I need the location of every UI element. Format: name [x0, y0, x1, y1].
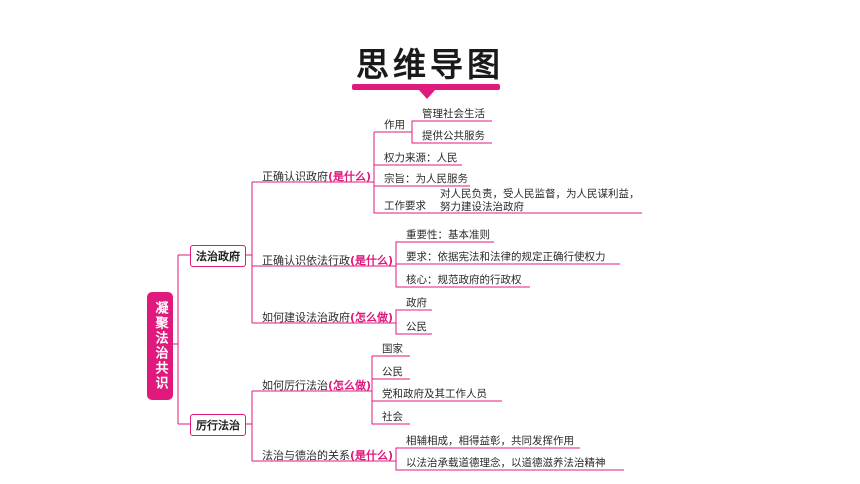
leaf-party-government: 党和政府及其工作人员 [382, 388, 487, 400]
leaf-citizen: 公民 [406, 321, 427, 333]
node-question: (怎么做) [328, 379, 372, 392]
node-label: 法治与德治的关系 [262, 449, 350, 462]
title-underline [352, 84, 500, 90]
node-question: (是什么) [350, 449, 394, 462]
leaf-role: 作用 [384, 119, 405, 131]
leaf-requirement: 要求：依据宪法和法律的规定正确行使权力 [406, 251, 606, 263]
leaf-work-detail-2: 努力建设法治政府 [440, 201, 524, 213]
leaf-role-manage: 管理社会生活 [422, 108, 485, 120]
branch-practice-law: 厉行法治 [190, 414, 246, 436]
node-label: 正确认识依法行政 [262, 254, 350, 267]
node-label: 正确认识政府 [262, 170, 328, 183]
leaf-state: 国家 [382, 343, 403, 355]
node-label: 如何厉行法治 [262, 379, 328, 392]
branch-law-government: 法治政府 [190, 245, 246, 267]
leaf-importance: 重要性：基本准则 [406, 229, 490, 241]
leaf-work-detail-1: 对人民负责，受人民监督，为人民谋利益， [440, 188, 640, 200]
node-understand-administration: 正确认识依法行政(是什么) [262, 252, 393, 268]
leaf-work-requirement: 工作要求 [384, 200, 426, 212]
leaf-government: 政府 [406, 297, 427, 309]
leaf-society: 社会 [382, 411, 403, 423]
node-question: (是什么) [328, 170, 372, 183]
node-build-government: 如何建设法治政府(怎么做) [262, 309, 393, 325]
leaf-purpose: 宗旨：为人民服务 [384, 173, 468, 185]
node-label: 如何建设法治政府 [262, 311, 350, 324]
root-node: 凝聚法治共识 [147, 292, 173, 400]
page-title: 思维导图 [356, 45, 504, 84]
node-question: (怎么做) [350, 311, 394, 324]
title-pointer [419, 90, 435, 99]
node-law-morality: 法治与德治的关系(是什么) [262, 447, 393, 463]
node-practice-law: 如何厉行法治(怎么做) [262, 377, 371, 393]
leaf-role-service: 提供公共服务 [422, 130, 485, 142]
leaf-citizen: 公民 [382, 366, 403, 378]
leaf-complement: 相辅相成，相得益彰，共同发挥作用 [406, 435, 574, 447]
leaf-power-source: 权力来源：人民 [384, 152, 458, 164]
node-understand-government: 正确认识政府(是什么) [262, 168, 371, 184]
node-question: (是什么) [350, 254, 394, 267]
leaf-morality-spirit: 以法治承载道德理念，以道德滋养法治精神 [406, 457, 606, 469]
leaf-core: 核心：规范政府的行政权 [406, 274, 522, 286]
